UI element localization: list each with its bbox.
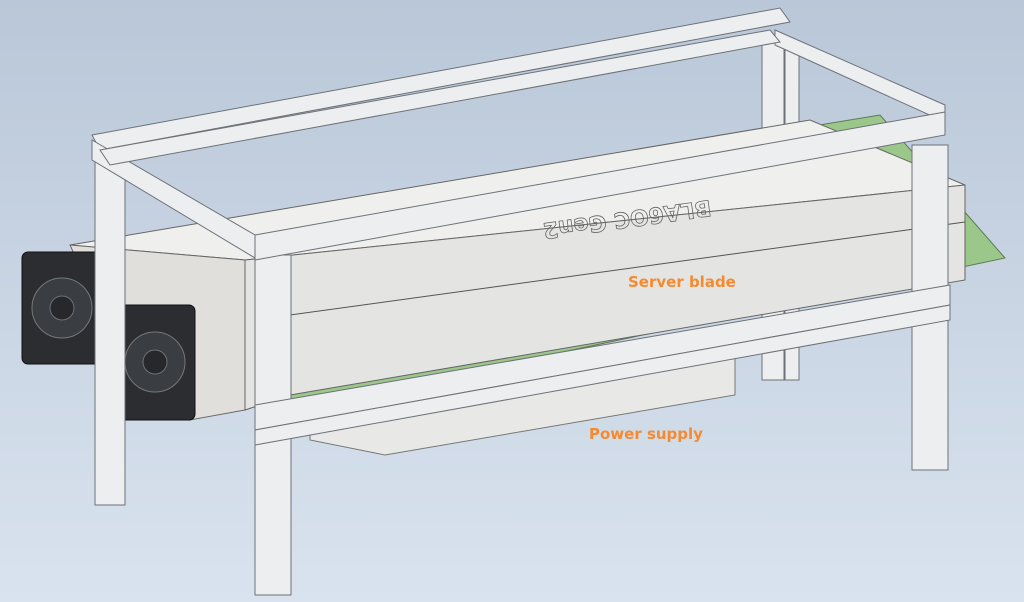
server-blade-label: Server blade xyxy=(628,273,736,291)
frame-leg-front-left-back xyxy=(94,149,126,506)
fan-right xyxy=(114,304,196,421)
frame-rail-top-back xyxy=(91,7,791,151)
frame-rail-top-left xyxy=(91,139,256,259)
frame-rail-bottom-front2 xyxy=(254,304,951,446)
frame-rail-top-inner xyxy=(99,29,781,166)
fan-left xyxy=(21,251,103,365)
frame-rail-top-right xyxy=(774,29,946,123)
power-supply-label: Power supply xyxy=(589,425,703,443)
blade-edge xyxy=(289,221,966,316)
